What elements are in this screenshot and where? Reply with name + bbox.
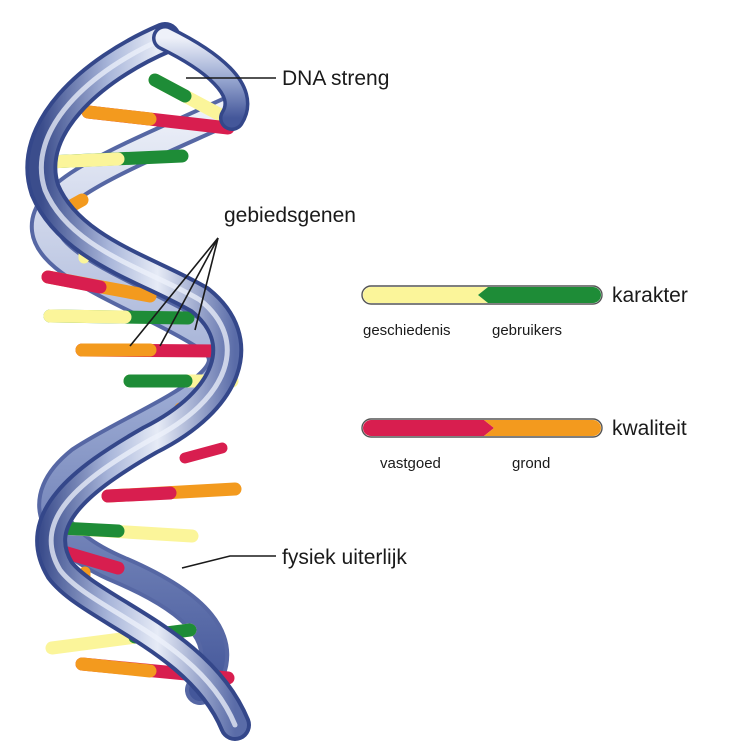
legend-right-karakter: gebruikers <box>492 322 562 339</box>
label-region-genes: gebiedsgenen <box>224 204 356 227</box>
legend-kwaliteit: kwaliteit vastgoed grond <box>362 417 687 472</box>
legend-bar-karakter-left <box>363 287 488 303</box>
legend-right-kwaliteit: grond <box>512 455 550 472</box>
base-pair <box>82 664 150 671</box>
label-physical-appearance: fysiek uiterlijk <box>282 546 407 569</box>
legend-bar-kwaliteit-right <box>484 420 601 436</box>
label-dna-strand: DNA streng <box>282 67 389 90</box>
base-pair <box>108 493 170 496</box>
leader-line-physical <box>182 556 276 568</box>
base-pair <box>185 448 222 458</box>
legend-bar-karakter-right <box>478 287 601 303</box>
legend-karakter: karakter geschiedenis gebruikers <box>362 284 688 339</box>
base-pair <box>155 80 185 96</box>
legend-left-kwaliteit: vastgoed <box>380 455 441 472</box>
base-pair <box>50 316 125 317</box>
legend-bar-kwaliteit-left <box>363 420 494 436</box>
base-pair <box>88 112 150 119</box>
legend-left-karakter: geschiedenis <box>363 322 451 339</box>
base-pair <box>48 159 118 162</box>
legend-name-karakter: karakter <box>612 284 688 307</box>
legend-name-kwaliteit: kwaliteit <box>612 417 687 440</box>
